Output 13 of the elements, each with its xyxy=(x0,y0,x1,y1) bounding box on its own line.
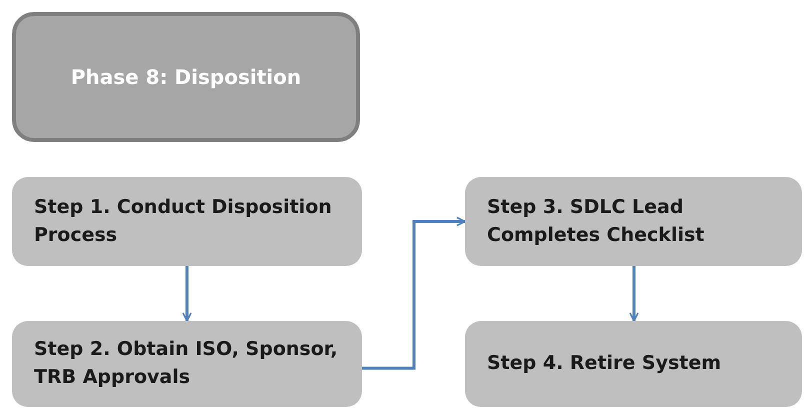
box-label: Step 3. SDLC Lead Completes Checklist xyxy=(487,194,706,248)
arrow xyxy=(629,266,639,322)
box-label: Phase 8: Disposition xyxy=(70,65,302,89)
box-label: Step 1. Conduct Disposition Process xyxy=(34,194,333,248)
step-box xyxy=(12,177,362,266)
phase-box xyxy=(12,12,360,142)
box-label: Step 2. Obtain ISO, Sponsor, TRB Approvals xyxy=(34,337,339,390)
arrow xyxy=(362,216,466,370)
step-box xyxy=(12,321,362,407)
step-box xyxy=(465,177,802,266)
box-label: Step 4. Retire System xyxy=(487,351,722,376)
arrow xyxy=(182,266,192,322)
step-box xyxy=(465,321,802,407)
